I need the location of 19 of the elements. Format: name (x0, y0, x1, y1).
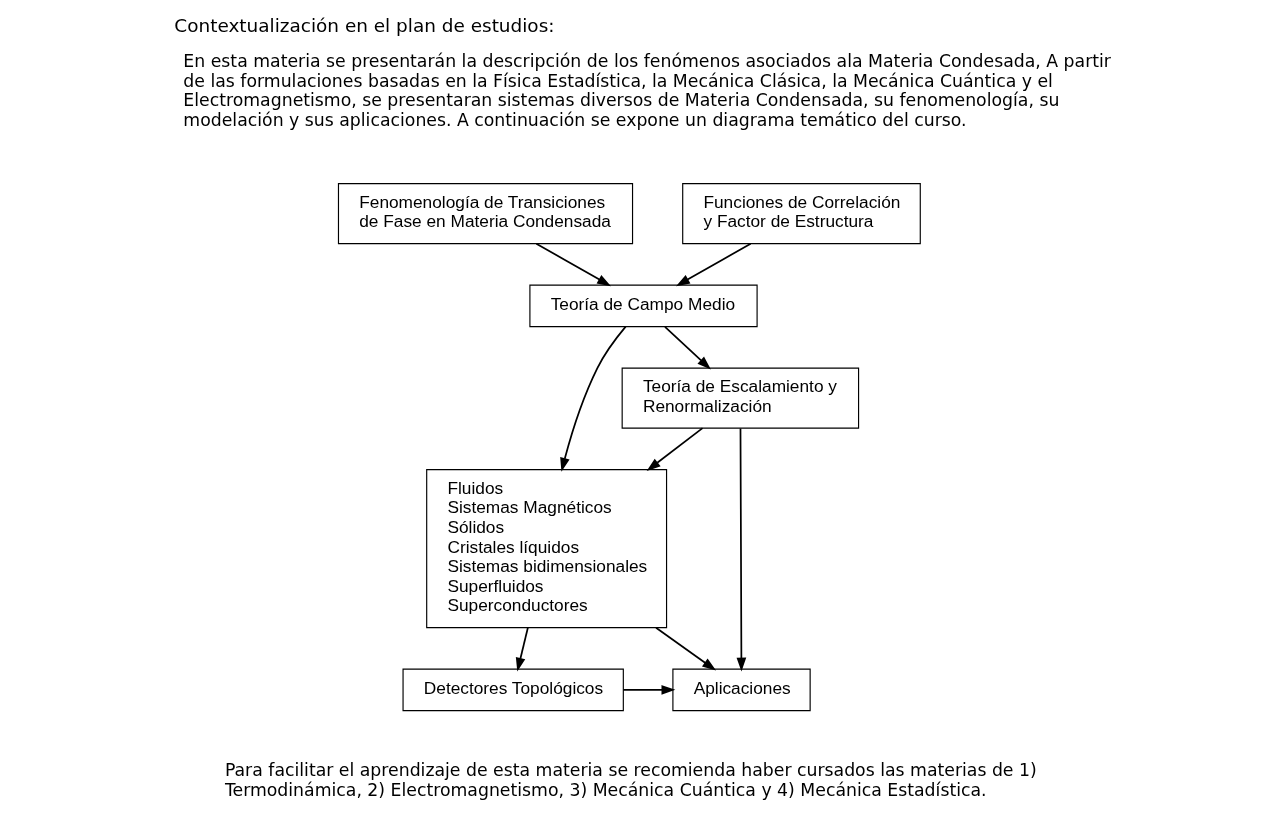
diagram-title: Contextualización en el plan de estudios: (173, 15, 554, 37)
arrow (621, 685, 675, 695)
node-box: Funciones de Correlación y Factor de Estructura (681, 183, 921, 245)
label: Para facilitar el aprendizaje de esta materia se recomienda haber cursados las materias de 1) Termodinámica, 2) Electromagnetismo, 3) Mecánica Cuántica y 4) Mecánica Estadística. (224, 760, 1037, 800)
node-box: Fluidos Sistemas Magnéticos Sólidos Cristales líquidos Sistemas bidimensionales Superfluidos Superconductores (425, 469, 667, 629)
arrow (736, 427, 746, 672)
label: En esta materia se presentarán la descripción de los fenómenos asociados ala Materia Condesada, A partir de las formulaciones basadas en la Física Estadística, la Mecánica Clásica, la Mecánica Cuántica y el Electromagnetismo, se presentaran sistemas diversos de Materia Condensada, su fenomenología, su modelación y sus aplicaciones. A continuación se expone un diagrama temático del curso. (182, 51, 1111, 130)
arrow (675, 242, 751, 287)
node-box: Detectores Topológicos (402, 668, 624, 712)
node-box: Aplicaciones (671, 668, 811, 712)
arrow (663, 326, 711, 370)
arrow (654, 626, 716, 671)
node-box: Fenomenología de Transiciones de Fase en Materia Condensada (337, 183, 633, 245)
arrow (535, 242, 611, 287)
arrow (515, 626, 529, 672)
arrow (559, 325, 627, 472)
arrow (646, 427, 703, 471)
node-box: Teoría de Campo Medio (528, 284, 758, 328)
node-box: Teoría de Escalamiento y Renormalización (621, 367, 859, 429)
